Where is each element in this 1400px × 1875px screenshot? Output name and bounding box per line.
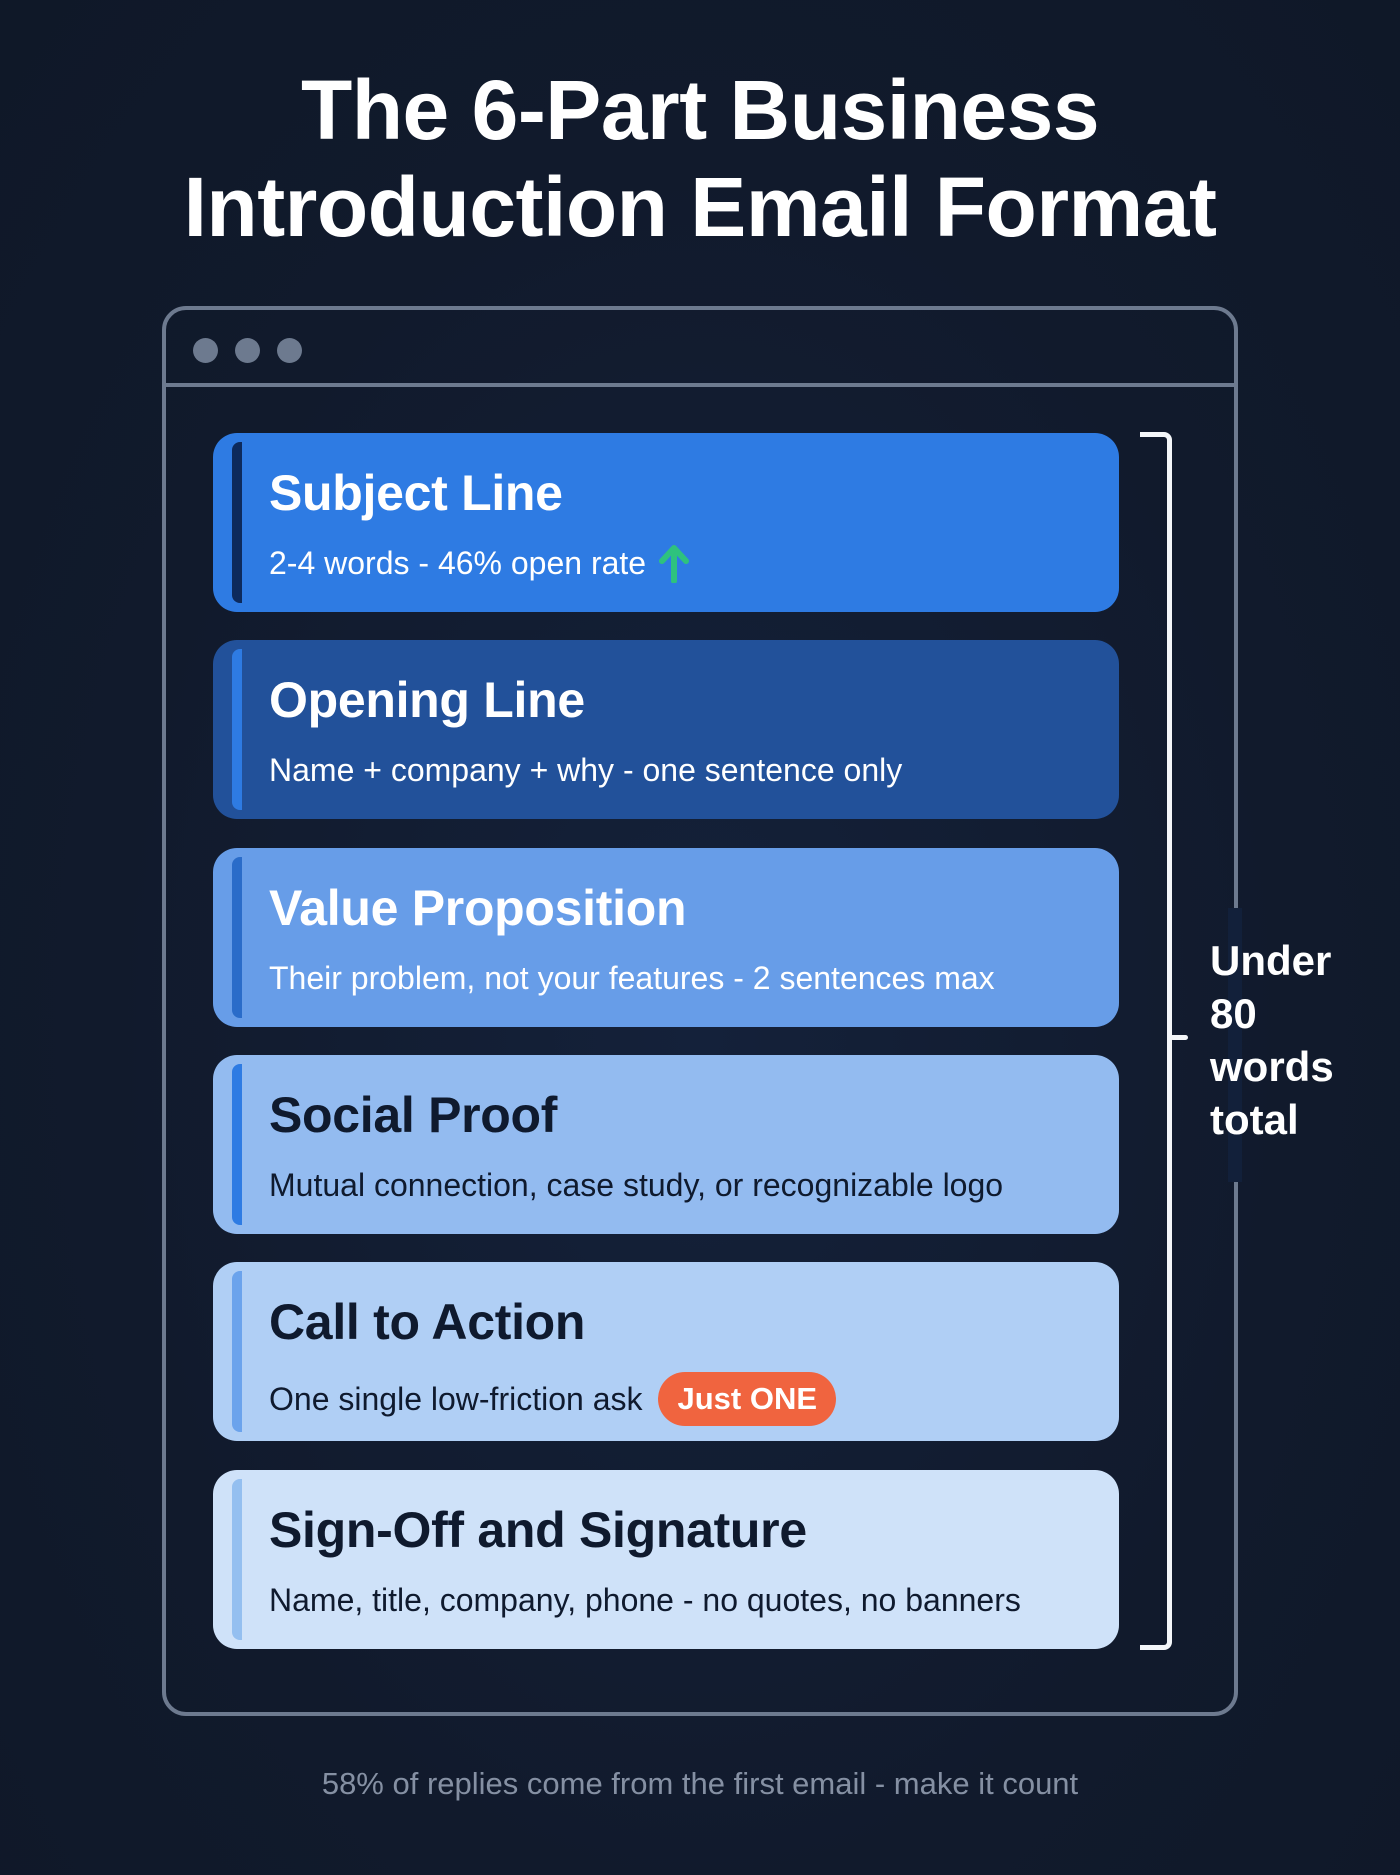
card-title: Call to Action: [269, 1294, 586, 1350]
section-card-value-proposition: Value Proposition Their problem, not you…: [213, 848, 1119, 1027]
section-card-subject-line: Subject Line 2-4 words - 46% open rate: [213, 433, 1119, 612]
word-limit-line: Under: [1210, 937, 1332, 984]
card-subtitle-text: Name, title, company, phone - no quotes,…: [269, 1582, 1021, 1618]
window-dot-icon: [277, 338, 302, 363]
card-accent-bar: [232, 1064, 242, 1225]
card-subtitle-text: 2-4 words - 46% open rate: [269, 545, 647, 581]
card-accent-bar: [232, 1271, 242, 1432]
footer-caption: 58% of replies come from the first email…: [321, 1766, 1079, 1801]
word-limit-label: Under 80 words total: [1210, 934, 1390, 1146]
word-limit-line: total: [1210, 1096, 1299, 1143]
card-subtitle: Mutual connection, case study, or recogn…: [269, 1165, 1003, 1205]
right-bracket-icon: [1140, 432, 1172, 1650]
card-subtitle: Name + company + why - one sentence only: [269, 750, 902, 790]
word-limit-line: 80: [1210, 990, 1257, 1037]
card-subtitle-text: Mutual connection, case study, or recogn…: [269, 1167, 1004, 1203]
card-subtitle-text: One single low-friction ask: [269, 1381, 643, 1417]
title-line-1: The 6-Part Business: [300, 63, 1100, 157]
card-accent-bar: [232, 1479, 242, 1640]
card-subtitle: One single low-friction ask Just ONE: [269, 1372, 837, 1426]
card-accent-bar: [232, 649, 242, 810]
card-title: Value Proposition: [269, 880, 687, 936]
card-subtitle: Name, title, company, phone - no quotes,…: [269, 1580, 1021, 1620]
section-card-sign-off: Sign-Off and Signature Name, title, comp…: [213, 1470, 1119, 1649]
card-accent-bar: [232, 857, 242, 1018]
section-card-social-proof: Social Proof Mutual connection, case stu…: [213, 1055, 1119, 1234]
window-dot-icon: [193, 338, 218, 363]
just-one-badge: Just ONE: [658, 1372, 837, 1426]
card-accent-bar: [232, 442, 242, 603]
card-title: Social Proof: [269, 1087, 558, 1143]
card-subtitle: Their problem, not your features - 2 sen…: [269, 958, 995, 998]
card-subtitle: 2-4 words - 46% open rate: [269, 543, 690, 583]
section-card-call-to-action: Call to Action One single low-friction a…: [213, 1262, 1119, 1441]
window-dot-icon: [235, 338, 260, 363]
email-window-frame: [162, 306, 1242, 1716]
bracket-notch: [1170, 1035, 1188, 1040]
title-line-2: Introduction Email Format: [183, 160, 1217, 254]
section-card-opening-line: Opening Line Name + company + why - one …: [213, 640, 1119, 819]
card-title: Subject Line: [269, 465, 563, 521]
page-title: The 6-Part Business Introduction Email F…: [0, 62, 1400, 256]
card-subtitle-text: Name + company + why - one sentence only: [269, 752, 903, 788]
word-limit-line: words: [1210, 1043, 1334, 1090]
border-gap: [1228, 908, 1242, 1182]
card-title: Opening Line: [269, 672, 585, 728]
arrow-up-icon: [659, 545, 690, 583]
window-title-bar: [166, 310, 1234, 387]
card-title: Sign-Off and Signature: [269, 1502, 807, 1558]
card-subtitle-text: Their problem, not your features - 2 sen…: [269, 960, 995, 996]
